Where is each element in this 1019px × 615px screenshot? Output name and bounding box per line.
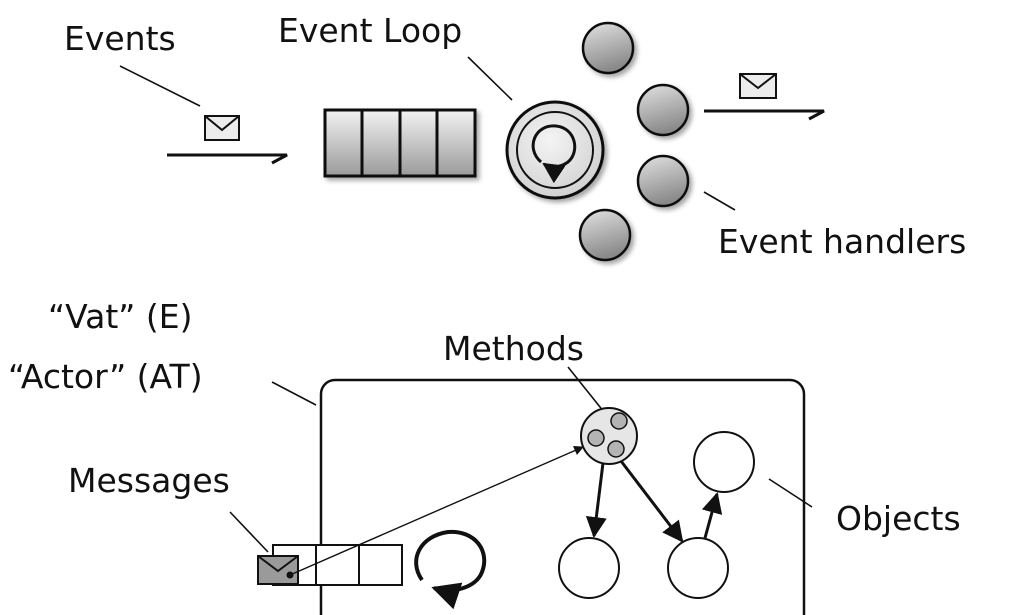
vat-loop-icon	[414, 529, 487, 610]
messages-label: Messages	[68, 461, 230, 500]
object-node	[693, 431, 755, 493]
objects-label: Objects	[836, 499, 961, 538]
objects-leader-line	[768, 478, 813, 508]
reference-arrow	[701, 491, 723, 539]
vat-boundary	[319, 378, 806, 615]
incoming-envelope-icon	[204, 115, 240, 141]
reference-arrow	[585, 462, 607, 539]
messages-leader-line	[229, 511, 269, 553]
event-loop-label: Event Loop	[278, 11, 462, 50]
events-leader-line	[119, 65, 201, 107]
method-object	[580, 407, 638, 465]
event-loop-leader-line	[467, 56, 513, 101]
event-handler	[581, 21, 635, 75]
loop-cycle-icon	[531, 124, 577, 184]
method-dot	[607, 440, 625, 458]
event-handler	[578, 208, 632, 262]
message-envelope-icon	[257, 555, 299, 585]
event-loop-wheel	[505, 100, 605, 200]
outgoing-event-track	[704, 109, 825, 121]
event-handlers-label: Event handlers	[718, 222, 966, 261]
methods-label: Methods	[443, 329, 584, 368]
event-handler	[636, 154, 690, 208]
reference-arrow	[619, 460, 684, 543]
object-node	[667, 537, 729, 599]
events-label: Events	[64, 19, 176, 58]
event-handlers-leader-line	[703, 191, 736, 211]
method-dot	[587, 429, 605, 447]
event-queue	[323, 108, 477, 178]
message-dispatch-arrow	[289, 446, 584, 576]
event-handler	[636, 83, 690, 137]
incoming-event-track	[167, 153, 288, 165]
vat-label: “Vat” (E)	[48, 297, 192, 336]
object-node	[558, 537, 620, 599]
actor-leader-line	[271, 381, 317, 406]
actor-label: “Actor” (AT)	[8, 357, 203, 396]
methods-leader-line	[567, 366, 605, 413]
method-dot	[610, 412, 628, 430]
outgoing-envelope-icon	[739, 73, 777, 99]
